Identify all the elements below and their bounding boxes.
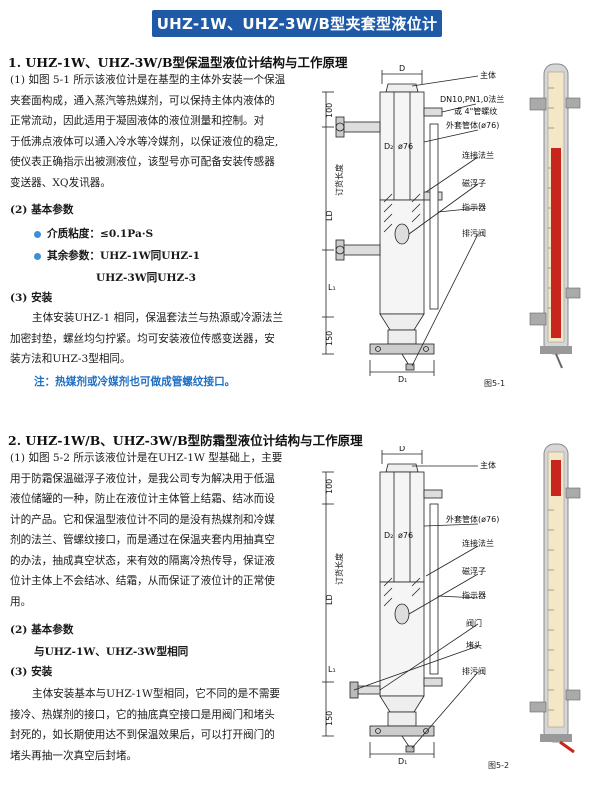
intro-line: 变送器、XQ发讯器。 — [10, 176, 111, 189]
install-line: 堵头再抽一次真空后封堵。 — [10, 749, 138, 762]
dim-100-label: 100 — [325, 479, 334, 494]
section2-params-text: 与UHZ-1W、UHZ-3W型相同 — [34, 646, 189, 658]
dim-100-label: 100 — [325, 103, 334, 118]
intro-line: 正常流动，因此适用于凝固液体的液位测量和控制。对 — [10, 115, 265, 127]
dim-phi76-label: ø76 — [398, 531, 413, 540]
order-length-label: 订货长度 — [334, 164, 344, 196]
intro-line: 剂的法兰、管螺纹接口，而是通过在保温夹套内用抽真空 — [10, 534, 275, 546]
section1-intro: (1) 如图 5-1 所示该液位计是在基型的主体外安装一个保温 夹套面构成，通入… — [10, 70, 315, 193]
order-length-label: 订货长度 — [334, 553, 344, 585]
dim-150-label: 150 — [325, 331, 334, 346]
page-banner-title: UHZ-1W、UHZ-3W/B型夹套型液位计 — [152, 10, 442, 37]
label-plug: 堵头 — [466, 640, 482, 650]
dim-l1-label: L₁ — [328, 665, 336, 674]
label-thread: 或 4"管螺纹 — [454, 106, 497, 116]
install-line: 装方法和UHZ-3型相同。 — [10, 353, 131, 365]
dim-d2-label: D₂ — [384, 531, 393, 540]
install-line: 主体安装基本与UHZ-1W型相同，它不同的是不需要 — [32, 688, 281, 700]
section1-install-heading: (3) 安装 — [10, 292, 53, 304]
label-flange: 连接法兰 — [462, 150, 494, 160]
bullet-icon — [34, 252, 41, 260]
label-flange: 连接法兰 — [462, 538, 494, 548]
param-item-extra: UHZ-3W同UHZ-3 — [96, 272, 196, 284]
dim-d-label: D — [399, 64, 405, 73]
dim-l1-label: L₁ — [328, 283, 336, 292]
bullet-icon — [34, 230, 41, 238]
label-dn: DN10,PN1,0法兰 — [440, 94, 504, 104]
dim-d-label: D — [399, 446, 405, 453]
install-line: 接冷、热媒剂的接口，它的抽底真空接口是用阀门和堵头 — [10, 708, 275, 721]
intro-line: 的办法，抽成真空状态，来有效的隔离冷热传导，保证液 — [10, 554, 275, 567]
label-main-body: 主体 — [480, 460, 496, 470]
section1-title: 1. UHZ-1W、UHZ-3W/B型保温型液位计结构与工作原理 — [8, 55, 348, 70]
intro-line: 于低沸点液体可以通入冷水等冷媒剂，以保证液位的稳定, — [10, 135, 279, 148]
param-item: 其余参数：UHZ-1W同UHZ-1 — [34, 248, 200, 263]
label-main-body: 主体 — [480, 70, 496, 80]
section2-params-heading: (2) 基本参数 — [10, 624, 74, 636]
intro-line: 使仪表正确指示出被测液位，该型号亦可配备安装传感器 — [10, 156, 275, 168]
label-jacket: 外套管体(ø76) — [446, 514, 499, 524]
section2-install-text: 主体安装基本与UHZ-1W型相同，它不同的是不需要 接冷、热媒剂的接口，它的抽底… — [10, 684, 315, 766]
dim-d1-label: D₁ — [398, 375, 407, 382]
intro-line: 用于防霜保温磁浮子液位计，是我公司专为解决用于低温 — [10, 472, 275, 485]
section2-intro: (1) 如图 5-2 所示该液位计是在UHZ-1W 型基础上，主要 用于防霜保温… — [10, 448, 315, 612]
label-drain: 排污阀 — [462, 666, 486, 676]
label-indicator: 指示器 — [462, 590, 486, 600]
gauge-photo-1 — [529, 63, 581, 369]
dim-d2-label: D₂ — [384, 142, 393, 151]
figure-5-1-caption: 图5-1 — [484, 379, 506, 388]
intro-line: 计的产品。它和保温型液位计不同的是没有热媒剂和冷媒 — [10, 513, 275, 526]
figure-5-2-caption: 图5-2 — [488, 761, 510, 770]
section1-note: 注：热媒剂或冷媒剂也可做成管螺纹接口。 — [34, 376, 236, 388]
dim-ld-label: LD — [325, 594, 334, 605]
dim-ld-label: LD — [325, 210, 334, 221]
install-line: 加密封垫，螺丝均匀拧紧。均可安装液位传感变送器，安 — [10, 332, 275, 345]
intro-line: 用。 — [10, 595, 32, 608]
section1-params-heading: (2) 基本参数 — [10, 204, 74, 216]
dim-150-label: 150 — [325, 711, 334, 726]
label-drain: 排污阀 — [462, 228, 486, 238]
install-line: 封死的，如长期使用达不到保温效果后，可以打开阀门的 — [10, 729, 275, 741]
section1-install-text: 主体安装UHZ-1 相同，保温套法兰与热源或冷源法兰 加密封垫，螺丝均匀拧紧。均… — [10, 308, 315, 370]
intro-line: (1) 如图 5-2 所示该液位计是在UHZ-1W 型基础上，主要 — [10, 452, 283, 464]
figure-5-2-diagram: D 主体 外套管体(ø76) D₂ ø76 连接法兰 磁浮子 指示器 阀门 堵头… — [322, 446, 499, 766]
label-float: 磁浮子 — [462, 566, 486, 576]
intro-line: 液位储罐的一种，防止在液位计主体管上结霜、结冰而设 — [10, 493, 275, 505]
dim-phi76-label: ø76 — [398, 142, 413, 151]
figure-5-1-diagram: D 主体 DN10,PN1,0法兰 或 4"管螺纹 外套管体(ø76) D₂ ø… — [322, 64, 504, 382]
install-line: 主体安装UHZ-1 相同，保温套法兰与热源或冷源法兰 — [32, 312, 284, 324]
intro-line: (1) 如图 5-1 所示该液位计是在基型的主体外安装一个保温 — [10, 74, 286, 86]
dim-d1-label: D₁ — [398, 757, 407, 766]
section2-install-heading: (3) 安装 — [10, 666, 53, 678]
param-item: 介质粘度：≤0.1Pa·S — [34, 226, 153, 241]
intro-line: 夹套面构成，通入蒸汽等热媒剂，可以保持主体内液体的 — [10, 94, 275, 107]
section2-title: 2. UHZ-1W/B、UHZ-3W/B型防霜型液位计结构与工作原理 — [8, 433, 363, 448]
label-valve: 阀门 — [466, 618, 482, 628]
label-indicator: 指示器 — [462, 202, 486, 212]
intro-line: 位计主体上不会结冰、结霜，从而保证了液位计的正常使 — [10, 575, 275, 587]
label-float: 磁浮子 — [462, 178, 486, 188]
gauge-photo-2 — [529, 443, 581, 754]
label-jacket: 外套管体(ø76) — [446, 120, 499, 130]
